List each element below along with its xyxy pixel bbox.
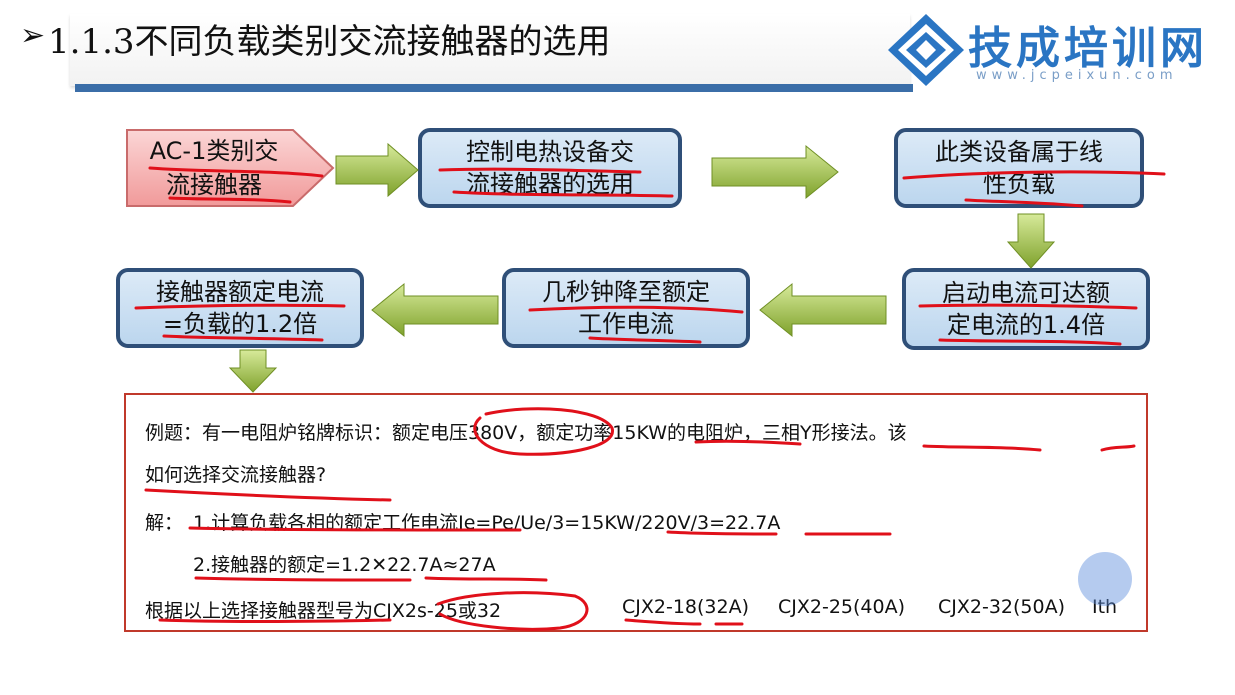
title-bullet-icon: ➢: [20, 18, 46, 53]
model-option: CJX2-18(32A): [622, 596, 750, 618]
start-label-line: 流接触器: [166, 171, 262, 199]
solution-step1: 1.计算负载各相的额定工作电流Ie=Pe/Ue/3=15KW/220V/3=22…: [193, 512, 781, 534]
model-option: CJX2-25(40A): [778, 596, 906, 618]
solution-conclusion: 根据以上选择接触器型号为CJX2s-25或32: [145, 600, 502, 622]
flow-box-line: 定电流的1.4倍: [946, 311, 1106, 339]
solution-step2: 2.接触器的额定=1.2✕22.7A≈27A: [193, 554, 496, 576]
start-label: AC-1类别交 流接触器: [124, 134, 304, 202]
flow-box-line: 接触器额定电流: [156, 278, 324, 306]
flow-box-line: 控制电热设备交: [466, 138, 634, 166]
example-panel: [124, 393, 1148, 632]
slide-title: 1.1.3不同负载类别交流接触器的选用: [48, 22, 611, 62]
flow-box-drop-current: 几秒钟降至额定 工作电流: [502, 268, 750, 348]
example-question-line2: 如何选择交流接触器?: [145, 464, 327, 486]
flow-box-line: 流接触器的选用: [466, 170, 634, 198]
flow-box-line: 几秒钟降至额定: [542, 278, 710, 306]
arrow-right-icon: [711, 144, 839, 200]
flow-box-line: 性负载: [983, 170, 1055, 198]
logo-url: www.jcpeixun.com: [976, 68, 1178, 83]
title-underline: [75, 84, 913, 92]
flow-box-start-current: 启动电流可达额 定电流的1.4倍: [902, 268, 1150, 350]
logo-name: 技成培训网: [968, 23, 1208, 74]
arrow-down-icon: [1006, 213, 1056, 269]
start-label-line: AC-1类别交: [149, 137, 279, 165]
flow-box-line: 此类设备属于线: [935, 138, 1103, 166]
flow-box-rated-current: 接触器额定电流 =负载的1.2倍: [116, 268, 364, 348]
flow-box-line: =负载的1.2倍: [162, 310, 318, 338]
arrow-left-icon: [371, 282, 499, 338]
arrow-right-icon: [335, 142, 419, 198]
model-option: CJX2-32(50A): [938, 596, 1066, 618]
arrow-down-icon: [228, 349, 278, 393]
flow-box-linear-load: 此类设备属于线 性负载: [894, 128, 1144, 208]
flow-box-line: 工作电流: [578, 310, 674, 338]
model-option: Ith: [1092, 596, 1118, 618]
logo: 技成培训网 www.jcpeixun.com: [884, 10, 1234, 90]
flow-box-line: 启动电流可达额: [942, 279, 1110, 307]
pointer-indicator: [1078, 552, 1132, 606]
flow-box-control: 控制电热设备交 流接触器的选用: [418, 128, 682, 208]
arrow-left-icon: [759, 282, 887, 338]
logo-diamond-icon: [888, 14, 964, 86]
solution-label: 解：: [145, 512, 184, 534]
title-bar: [70, 14, 910, 86]
example-question-line1: 例题：有一电阻炉铭牌标识：额定电压380V，额定功率15KW的电阻炉，三相Y形接…: [145, 422, 907, 444]
